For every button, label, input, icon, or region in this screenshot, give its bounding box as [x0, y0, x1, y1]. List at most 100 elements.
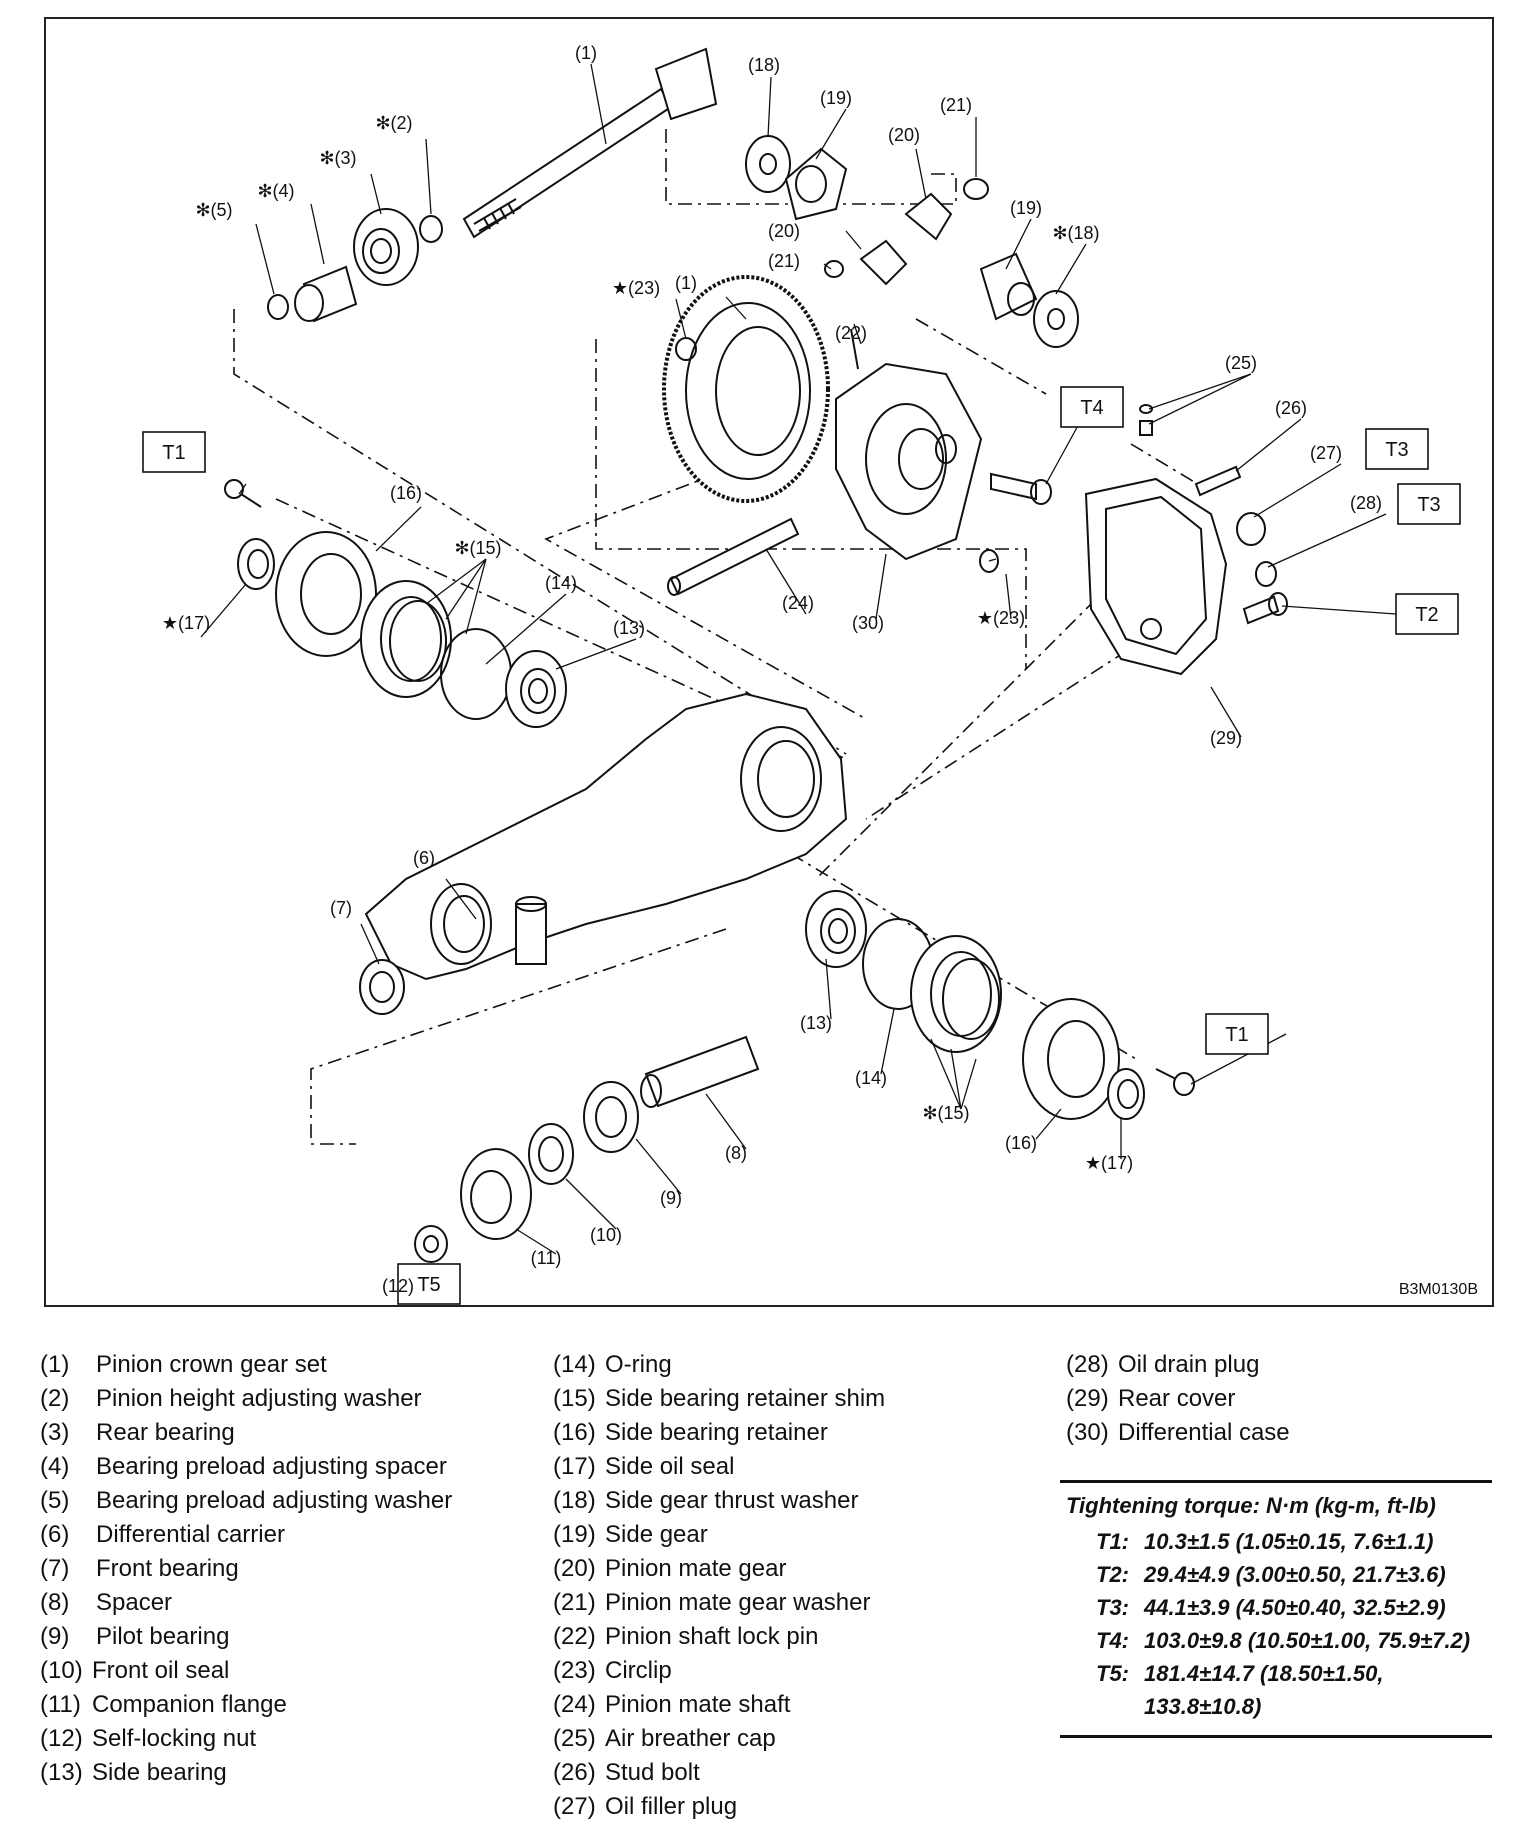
callout-label: (11) [531, 1248, 562, 1268]
callout-label: (28) [1350, 493, 1382, 513]
legend-item: (24)Pinion mate shaft [553, 1688, 1023, 1722]
legend-item-number: (14) [553, 1351, 596, 1378]
torque-row: T3: 44.1±3.9 (4.50±0.40, 32.5±2.9) [1060, 1591, 1492, 1624]
legend-item: (28)Oil drain plug [1066, 1348, 1526, 1382]
legend-item: (11)Companion flange [40, 1688, 510, 1722]
torque-row: T4:103.0±9.8 (10.50±1.00, 75.9±7.2) [1060, 1624, 1492, 1657]
lock-pin [850, 328, 859, 370]
legend-item-label: Bearing preload adjusting spacer [96, 1453, 447, 1480]
callout-label: (14) [545, 573, 577, 593]
callout-label: ✻(2) [375, 113, 412, 133]
torque-value: 181.4±14.7 (18.50±1.50, 133.8±10.8) [1144, 1661, 1384, 1719]
torque-tag-label: T3 [1417, 494, 1440, 516]
o-ring-left [440, 628, 512, 720]
callout-label: (13) [800, 1013, 832, 1033]
legend-item: (7) Front bearing [40, 1552, 510, 1586]
callout-label: (13) [613, 618, 645, 638]
preload-spacer [294, 265, 358, 323]
crown-gear [662, 275, 830, 503]
legend-item-number: (10) [40, 1657, 83, 1684]
side-gear-thrust-washer-left [745, 135, 791, 193]
torque-tag-label: T1 [1225, 1024, 1248, 1046]
diagram-drawing: (1)✻(2)✻(3)✻(4)✻(5)(18)(19)(21)(20)(20)(… [142, 43, 1461, 1305]
callout-label: (25) [1225, 353, 1257, 373]
legend-item-number: (7) [40, 1555, 70, 1582]
callout-label: (14) [855, 1068, 887, 1088]
callout-label: ✻(5) [195, 200, 232, 220]
callout-label: (22) [835, 323, 867, 343]
torque-row: T2: 29.4±4.9 (3.00±0.50, 21.7±3.6) [1060, 1558, 1492, 1591]
callout-label: (8) [725, 1143, 747, 1163]
torque-tag-label: T3 [1385, 439, 1408, 461]
side-oil-seal-left [237, 538, 275, 590]
torque-row: T1:10.3±1.5 (1.05±0.15, 7.6±1.1) [1060, 1525, 1492, 1558]
legend-item-number: (1) [40, 1351, 70, 1378]
legend-item-label: Companion flange [92, 1691, 287, 1718]
legend-item-label: Side gear [605, 1521, 708, 1548]
spacer-tube [640, 1035, 760, 1108]
legend-item-label: Pinion mate gear [605, 1555, 787, 1582]
legend-item-label: Self-locking nut [92, 1725, 257, 1752]
torque-key: T3: [1096, 1595, 1129, 1620]
t1-bolt-left [224, 479, 262, 508]
callout-label: (19) [1010, 198, 1042, 218]
legend-item: (13) Side bearing [40, 1756, 510, 1790]
pinion-mate-shaft [667, 517, 800, 596]
torque-key: T2: [1096, 1562, 1129, 1587]
callout-label: (16) [1005, 1133, 1037, 1153]
legend-item-number: (5) [40, 1487, 70, 1514]
side-oil-seal-right [1107, 1068, 1145, 1120]
legend-item: (9)Pilot bearing [40, 1620, 510, 1654]
legend-column-1: (1)Pinion crown gear set(2)Pinion height… [40, 1348, 510, 1790]
legend-item-number: (26) [553, 1759, 596, 1786]
callout-label: (16) [390, 483, 422, 503]
callout-label: (21) [768, 251, 800, 271]
legend-item: (20)Pinion mate gear [553, 1552, 1023, 1586]
legend-item: (1)Pinion crown gear set [40, 1348, 510, 1382]
legend-item-number: (29) [1066, 1385, 1109, 1412]
legend-item-number: (19) [553, 1521, 596, 1548]
legend-item: (30)Differential case [1066, 1416, 1526, 1450]
legend-item: (26)Stud bolt [553, 1756, 1023, 1790]
legend-column-2: (14)O-ring(15)Side bearing retainer shim… [553, 1348, 1023, 1824]
callout-label: (12) [382, 1276, 414, 1296]
legend-item-number: (6) [40, 1521, 70, 1548]
oil-filler-plug [1236, 512, 1266, 546]
legend-item: (8)Spacer [40, 1586, 510, 1620]
legend-item: (16)Side bearing retainer [553, 1416, 1023, 1450]
legend-item: (3)Rear bearing [40, 1416, 510, 1450]
pinion-mate-gear-top [904, 178, 989, 241]
side-bearing-retainer-left [275, 531, 377, 657]
legend-item-number: (21) [553, 1589, 596, 1616]
callout-label: (19) [820, 88, 852, 108]
torque-value: 103.0±9.8 (10.50±1.00, 75.9±7.2) [1144, 1628, 1471, 1653]
side-gear-right [979, 252, 1038, 321]
legend-item: (23)Circlip [553, 1654, 1023, 1688]
legend-column-3: (28)Oil drain plug(29)Rear cover(30)Diff… [1066, 1348, 1526, 1450]
legend-item-number: (8) [40, 1589, 70, 1616]
legend-item: (29)Rear cover [1066, 1382, 1526, 1416]
oil-drain-plug [1255, 561, 1277, 587]
legend-item-number: (13) [40, 1759, 83, 1786]
legend-item: (27)Oil filler plug [553, 1790, 1023, 1824]
legend-item-number: (27) [553, 1793, 596, 1820]
legend-item-number: (18) [553, 1487, 596, 1514]
legend-item-label: Side bearing [92, 1759, 227, 1786]
legend-item-number: (17) [553, 1453, 596, 1480]
callout-label: ★(23) [977, 608, 1025, 628]
torque-value: 29.4±4.9 (3.00±0.50, 21.7±3.6) [1144, 1562, 1446, 1587]
front-oil-seal [528, 1123, 574, 1185]
torque-key: T1: [1096, 1529, 1129, 1554]
legend-item-label: Pinion shaft lock pin [605, 1623, 819, 1650]
legend-item-label: Differential case [1118, 1419, 1290, 1446]
differential-case [835, 362, 983, 561]
legend-item-label: Pinion mate gear washer [605, 1589, 871, 1616]
torque-value: 44.1±3.9 (4.50±0.40, 32.5±2.9) [1144, 1595, 1446, 1620]
legend-item-number: (22) [553, 1623, 596, 1650]
rear-bearing [353, 208, 419, 286]
torque-tag-boxes [142, 386, 1461, 1305]
torque-heading: Tightening torque: N·m (kg-m, ft-lb) [1066, 1493, 1436, 1518]
legend-item-label: Side gear thrust washer [605, 1487, 859, 1514]
t1-bolt-right [1155, 1068, 1195, 1096]
legend-item-label: Front bearing [96, 1555, 239, 1582]
